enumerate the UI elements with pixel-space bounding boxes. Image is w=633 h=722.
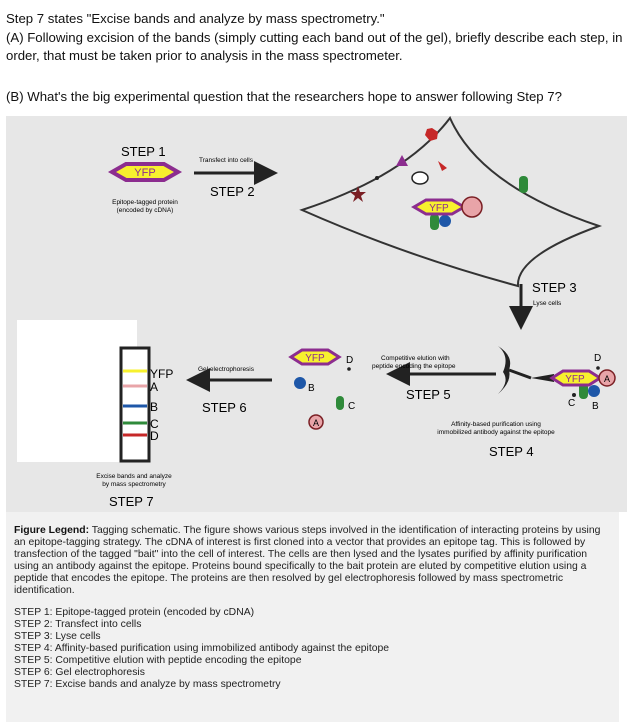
step5-label-d: D [346,355,353,366]
step5-label-a: A [313,418,319,428]
step3-caption: Lyse cells [533,300,562,307]
gel-label-c: C [150,417,159,431]
legend-step-7: STEP 7: Excise bands and analyze by mass… [14,679,281,690]
tagging-schematic-figure: STEP 1 YFP Epitope-tagged protein (encod… [6,116,627,512]
gel-label-b: B [150,400,158,414]
step5-blue-protein [294,377,306,389]
step2-caption: Transfect into cells [199,157,254,164]
schematic-diagram: STEP 1 YFP Epitope-tagged protein (encod… [17,116,616,509]
antibody-stem [508,368,532,380]
cell-protein-hexagon [425,128,438,141]
step5-green-protein [336,396,344,410]
step6-title: STEP 6 [202,400,247,415]
cell-protein-ring [411,171,429,185]
step6-caption: Gel electrophoresis [198,366,255,373]
cell-outline [299,116,603,288]
step5-yfp-label: YFP [305,353,325,364]
step5-label-c: C [348,401,355,412]
step4-green-protein [579,383,588,399]
gel-label-d: D [150,429,159,443]
step5-caption-2: peptide encoding the epitope [372,363,456,370]
cell-protein-wedge [438,161,447,171]
step2-title: STEP 2 [210,184,255,199]
step4-dot [572,393,576,397]
cell-protein-star [350,186,366,202]
step4-blue-protein [588,385,600,397]
step7-caption-1: Excise bands and analyze [96,473,172,480]
step1-yfp-label: YFP [134,167,155,179]
cell-protein-dot [375,176,379,180]
step7-caption-2: by mass spectrometry [102,481,166,488]
figure-legend: Figure Legend: Tagging schematic. The fi… [6,512,619,722]
cell-bait-blue [439,215,451,227]
legend-text: Tagging schematic. The figure shows vari… [14,525,601,596]
step4-pink-protein [598,369,616,387]
question-part-b: (B) What's the big experimental question… [6,89,562,104]
step4-label-b: B [592,401,599,412]
gel-label-yfp: YFP [150,367,173,381]
legend-step-3: STEP 3: Lyse cells [14,631,101,642]
gel-label-a: A [150,380,158,394]
step4-yfp-label: YFP [565,374,585,385]
legend-step-2: STEP 2: Transfect into cells [14,619,142,630]
step7-title: STEP 7 [109,494,154,509]
legend-step-6: STEP 6: Gel electrophoresis [14,667,145,678]
step5-label-b: B [308,383,315,394]
step4-label-a: A [604,374,610,384]
step4-caption-2: immobilized antibody against the epitope [437,429,555,436]
step5-caption-1: Competitive elution with [381,355,450,362]
step5-dot-d [347,367,351,371]
cell-protein-green-pill [519,176,528,193]
step4-title: STEP 4 [489,444,534,459]
legend-title: Figure Legend: [14,525,90,536]
affinity-bead [498,346,511,394]
cell-bait-pink [461,196,483,218]
step5-title: STEP 5 [406,387,451,402]
step4-label-d: D [594,353,601,364]
question-part-a: (A) Following excision of the bands (sim… [6,30,623,63]
step1-yfp-tag [107,162,183,182]
cell-yfp-label: YFP [429,203,449,214]
blank-area [17,320,137,462]
legend-step-list: STEP 1: Epitope-tagged protein (encoded … [14,607,619,691]
step5-yfp-tag [288,348,342,366]
legend-step-5: STEP 5: Competitive elution with peptide… [14,655,302,666]
step1-caption-1: Epitope-tagged protein [112,199,178,206]
step3-title: STEP 3 [532,280,577,295]
cell-bait-green [430,214,439,230]
step4-dot-d [596,366,600,370]
step4-caption-1: Affinity-based purification using [451,421,541,428]
legend-caption: Figure Legend: Tagging schematic. The fi… [14,525,612,597]
step1-title: STEP 1 [121,144,166,159]
step1-caption-2: (encoded by cDNA) [117,207,174,214]
step4-label-c: C [568,398,575,409]
legend-step-4: STEP 4: Affinity-based purification usin… [14,643,390,654]
step5-pink-protein [308,414,324,430]
antibody-head [531,374,554,382]
legend-step-1: STEP 1: Epitope-tagged protein (encoded … [14,607,255,618]
cell-protein-triangle [396,155,408,166]
question-intro: Step 7 states "Excise bands and analyze … [6,11,385,26]
